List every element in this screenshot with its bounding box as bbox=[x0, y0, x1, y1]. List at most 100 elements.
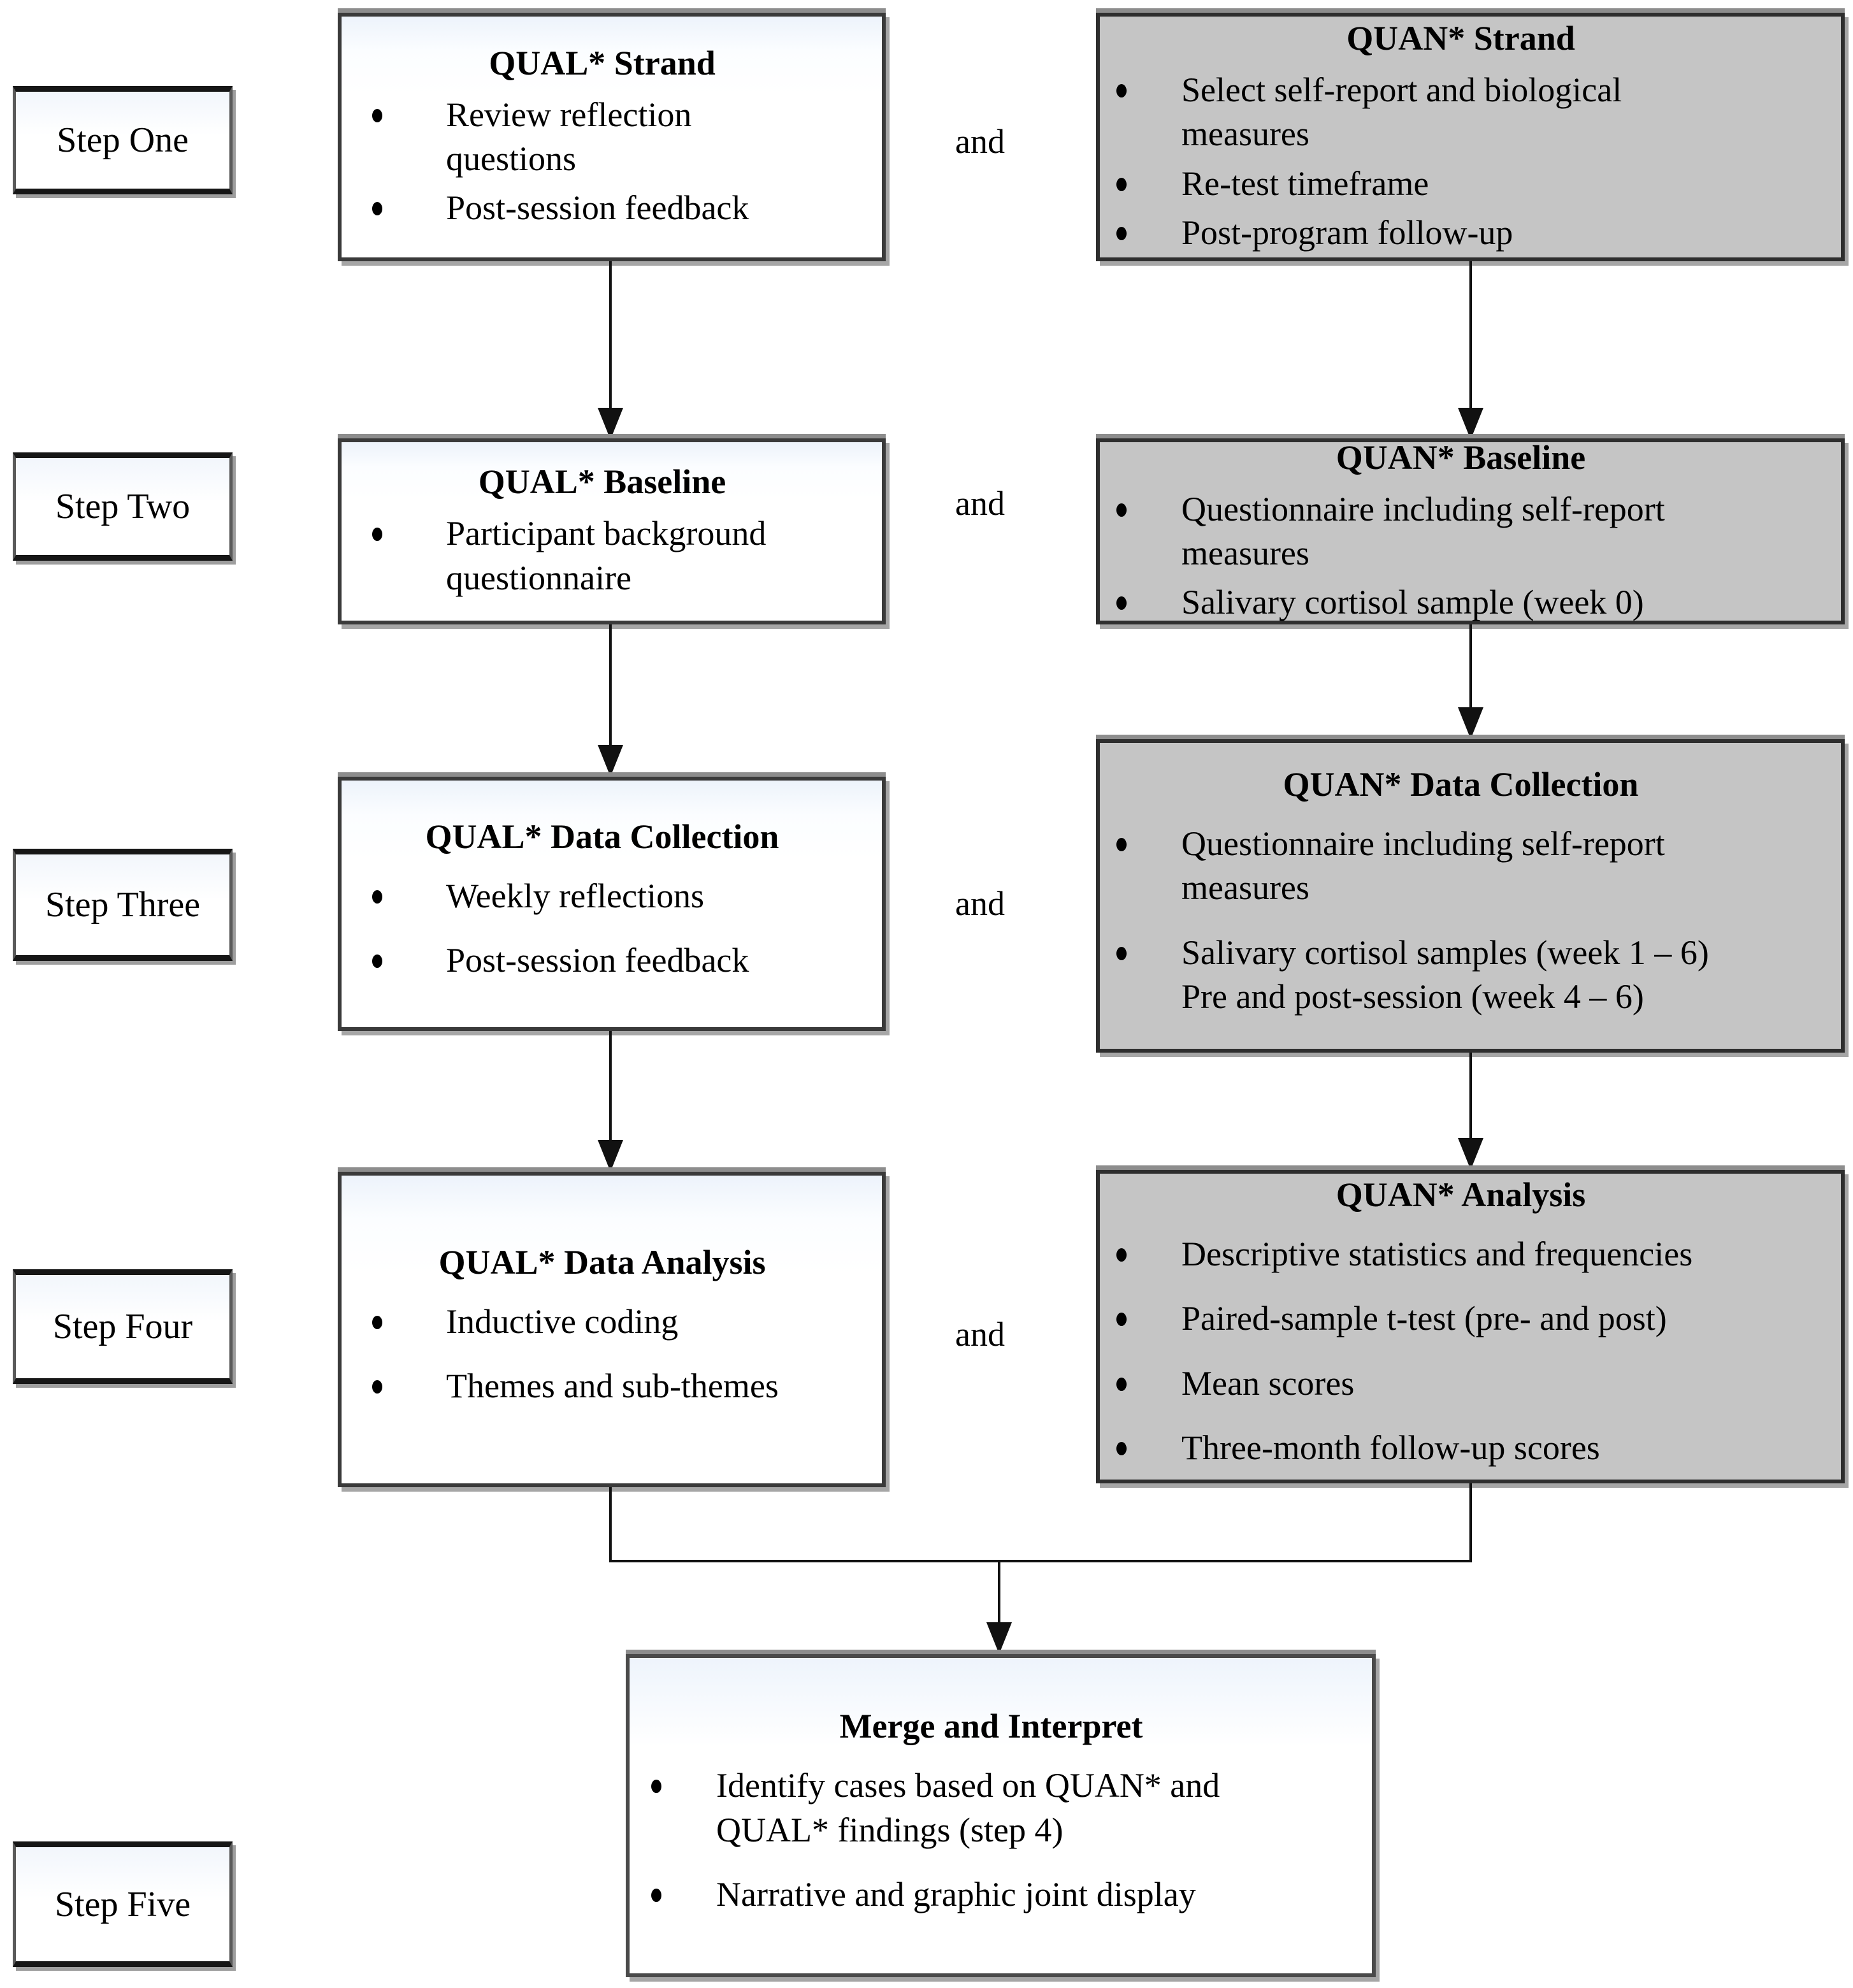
arrow-line bbox=[1469, 261, 1472, 408]
bullet-icon bbox=[1116, 1441, 1127, 1455]
bullet-text: Paired-sample t-test (pre- and post) bbox=[1181, 1299, 1667, 1338]
bullet-item: Mean scores bbox=[1100, 1362, 1822, 1406]
arrow-down-icon bbox=[598, 745, 623, 777]
bullet-item: Select self-report and biological measur… bbox=[1100, 68, 1822, 156]
bullet-item: Salivary cortisol sample (week 0) bbox=[1100, 580, 1822, 624]
arrow-line bbox=[998, 1560, 1000, 1622]
qual-data-collection-node: QUAL* Data Collection Weekly reflections… bbox=[338, 777, 886, 1031]
bullet-text: Post-session feedback bbox=[446, 189, 749, 227]
bullet-icon bbox=[1116, 84, 1127, 98]
step-box-three: Step Three bbox=[13, 849, 233, 961]
bullet-text: Themes and sub-themes bbox=[446, 1367, 779, 1406]
bullet-item: Questionnaire including self-report meas… bbox=[1100, 487, 1822, 575]
bullet-text: Salivary cortisol sample (week 0) bbox=[1181, 583, 1644, 622]
merge-connector-line bbox=[609, 1487, 612, 1560]
quan-strand-node: QUAN* Strand Select self-report and biol… bbox=[1096, 13, 1845, 261]
arrow-down-icon bbox=[1458, 707, 1483, 739]
bullet-icon bbox=[1116, 596, 1127, 610]
bullet-text: Salivary cortisol samples (week 1 – 6) P… bbox=[1181, 933, 1709, 1016]
bullet-text: Questionnaire including self-report meas… bbox=[1181, 489, 1665, 572]
quan-data-collection-node: QUAN* Data Collection Questionnaire incl… bbox=[1096, 739, 1845, 1053]
bullet-icon bbox=[1116, 177, 1127, 191]
bullet-icon bbox=[1116, 503, 1127, 517]
bullet-text: Select self-report and biological measur… bbox=[1181, 71, 1622, 154]
quan-analysis-node: QUAN* Analysis Descriptive statistics an… bbox=[1096, 1170, 1845, 1483]
bullet-icon bbox=[372, 890, 382, 904]
bullet-item: Weekly reflections bbox=[342, 874, 863, 918]
bullet-icon bbox=[1116, 1313, 1127, 1327]
step-box-two: Step Two bbox=[13, 452, 233, 561]
merge-and-interpret-node: Merge and Interpret Identify cases based… bbox=[626, 1654, 1376, 1977]
quan-baseline-node: QUAN* Baseline Questionnaire including s… bbox=[1096, 438, 1845, 624]
bullet-icon bbox=[651, 1888, 661, 1902]
node-title: QUAN* Baseline bbox=[1336, 438, 1586, 477]
step-box-one: Step One bbox=[13, 86, 233, 194]
arrow-down-icon bbox=[598, 1140, 623, 1172]
bullet-text: Mean scores bbox=[1181, 1364, 1355, 1402]
qual-data-analysis-node: QUAL* Data Analysis Inductive coding The… bbox=[338, 1172, 886, 1487]
bullet-text: Three-month follow-up scores bbox=[1181, 1428, 1600, 1467]
node-title: QUAL* Data Analysis bbox=[438, 1242, 766, 1281]
bullet-icon bbox=[1116, 946, 1127, 960]
arrow-down-icon bbox=[598, 408, 623, 440]
step-box-five: Step Five bbox=[13, 1841, 233, 1967]
bullet-text: Descriptive statistics and frequencies bbox=[1181, 1235, 1693, 1274]
bullet-icon bbox=[372, 202, 382, 216]
node-title: QUAN* Analysis bbox=[1336, 1176, 1586, 1214]
node-title: QUAL* Baseline bbox=[478, 463, 726, 501]
step-label: Step Four bbox=[52, 1307, 193, 1346]
bullet-item: Questionnaire including self-report meas… bbox=[1100, 822, 1822, 910]
bullet-item: Themes and sub-themes bbox=[342, 1364, 863, 1408]
bullet-text: Narrative and graphic joint display bbox=[716, 1875, 1196, 1913]
bullet-item: Paired-sample t-test (pre- and post) bbox=[1100, 1297, 1822, 1341]
bullet-item: Participant background questionnaire bbox=[342, 512, 863, 600]
arrow-down-icon bbox=[1458, 1138, 1483, 1170]
and-label: and bbox=[955, 122, 1005, 161]
bullet-item: Inductive coding bbox=[342, 1300, 863, 1344]
and-label: and bbox=[955, 884, 1005, 923]
node-title: Merge and Interpret bbox=[839, 1707, 1143, 1746]
step-label: Step One bbox=[57, 120, 189, 160]
qual-baseline-node: QUAL* Baseline Participant background qu… bbox=[338, 438, 886, 624]
bullet-text: Weekly reflections bbox=[446, 876, 704, 915]
node-title: QUAN* Strand bbox=[1346, 19, 1575, 58]
bullet-icon bbox=[372, 954, 382, 969]
arrow-down-icon bbox=[1458, 408, 1483, 440]
bullet-text: Re-test timeframe bbox=[1181, 164, 1429, 203]
arrow-line bbox=[609, 261, 612, 408]
bullet-text: Review reflection questions bbox=[446, 95, 692, 178]
node-title: QUAL* Strand bbox=[489, 43, 716, 82]
bullet-text: Post-session feedback bbox=[446, 941, 749, 980]
bullet-item: Post-session feedback bbox=[342, 939, 863, 983]
arrow-line bbox=[609, 624, 612, 745]
node-title: QUAN* Data Collection bbox=[1283, 765, 1639, 804]
step-label: Step Two bbox=[55, 487, 191, 526]
and-label: and bbox=[955, 1315, 1005, 1353]
bullet-item: Review reflection questions bbox=[342, 93, 863, 181]
bullet-icon bbox=[1116, 226, 1127, 240]
step-label: Step Five bbox=[54, 1884, 191, 1924]
bullet-icon bbox=[372, 1380, 382, 1394]
arrow-down-icon bbox=[986, 1622, 1012, 1654]
bullet-icon bbox=[372, 528, 382, 542]
bullet-item: Identify cases based on QUAN* and QUAL* … bbox=[630, 1764, 1353, 1852]
bullet-icon bbox=[1116, 1377, 1127, 1391]
bullet-text: Identify cases based on QUAN* and QUAL* … bbox=[716, 1766, 1220, 1849]
bullet-text: Questionnaire including self-report meas… bbox=[1181, 825, 1665, 907]
node-title: QUAL* Data Collection bbox=[425, 817, 779, 856]
step-label: Step Three bbox=[45, 885, 201, 925]
bullet-item: Three-month follow-up scores bbox=[1100, 1426, 1822, 1470]
bullet-text: Post-program follow-up bbox=[1181, 213, 1513, 252]
bullet-icon bbox=[1116, 1248, 1127, 1262]
bullet-icon bbox=[372, 1315, 382, 1329]
bullet-item: Descriptive statistics and frequencies bbox=[1100, 1232, 1822, 1276]
bullet-item: Post-program follow-up bbox=[1100, 211, 1822, 255]
bullet-item: Post-session feedback bbox=[342, 186, 863, 230]
arrow-line bbox=[1469, 624, 1472, 707]
bullet-icon bbox=[651, 1780, 661, 1794]
merge-connector-line bbox=[1469, 1483, 1472, 1560]
bullet-text: Participant background questionnaire bbox=[446, 514, 767, 597]
bullet-text: Inductive coding bbox=[446, 1302, 679, 1341]
and-label: and bbox=[955, 484, 1005, 522]
